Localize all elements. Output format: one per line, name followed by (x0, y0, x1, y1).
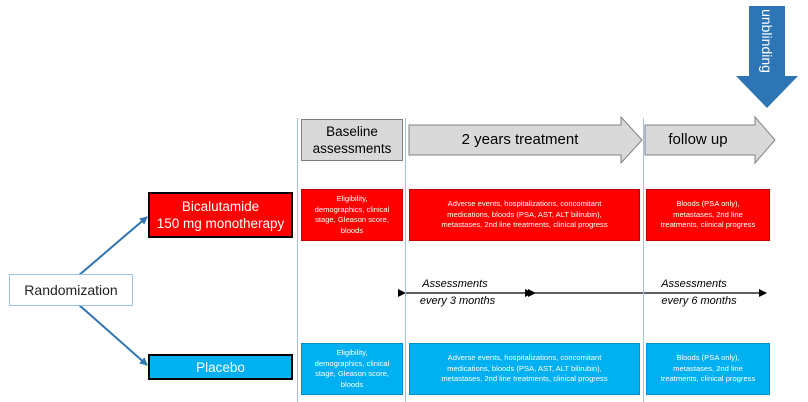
randomization-box: Randomization (9, 274, 133, 306)
randomization-label: Randomization (24, 282, 118, 298)
placebo-followup-box: Bloods (PSA only), metastases, 2nd line … (646, 343, 770, 395)
treatment-header-label: 2 years treatment (461, 131, 579, 148)
phase-divider-treatment (405, 118, 406, 402)
followup-header-label: follow up (668, 131, 728, 148)
treatment-assessments-title: Assessments (422, 278, 488, 290)
connector-to-placebo (77, 303, 148, 366)
placebo-baseline-box: Eligibility, demographics, clinical stag… (301, 343, 403, 395)
bicalutamide-arm-box: Bicalutamide 150 mg monotherapy (148, 192, 293, 238)
placebo-treatment-box: Adverse events, hospitalizations, concom… (409, 343, 640, 395)
treatment-assessments-frequency: every 3 months (419, 295, 496, 307)
followup-phase-arrow (644, 115, 776, 165)
baseline-header-box: Baseline assessments (301, 119, 403, 161)
bicalutamide-treatment-box: Adverse events, hospitalizations, concom… (409, 189, 640, 241)
followup-assessments-frequency: every 6 months (661, 295, 737, 307)
followup-assessments-title: Assessments (661, 278, 727, 290)
bicalutamide-baseline-box: Eligibility, demographics, clinical stag… (301, 189, 403, 241)
connector-to-bicalutamide (77, 216, 148, 277)
bicalutamide-followup-box: Bloods (PSA only), metastases, 2nd line … (646, 189, 770, 241)
placebo-arm-label: Placebo (196, 359, 245, 375)
bicalutamide-arm-label: Bicalutamide 150 mg monotherapy (156, 199, 285, 231)
phase-divider-baseline (297, 118, 298, 402)
placebo-arm-box: Placebo (148, 354, 293, 380)
phase-divider-followup (643, 118, 644, 402)
unblinding-label: unblinding (759, 9, 775, 73)
treatment-phase-arrow (408, 115, 643, 165)
baseline-header-label: Baseline assessments (312, 124, 392, 156)
unblinding-arrow (736, 6, 798, 108)
